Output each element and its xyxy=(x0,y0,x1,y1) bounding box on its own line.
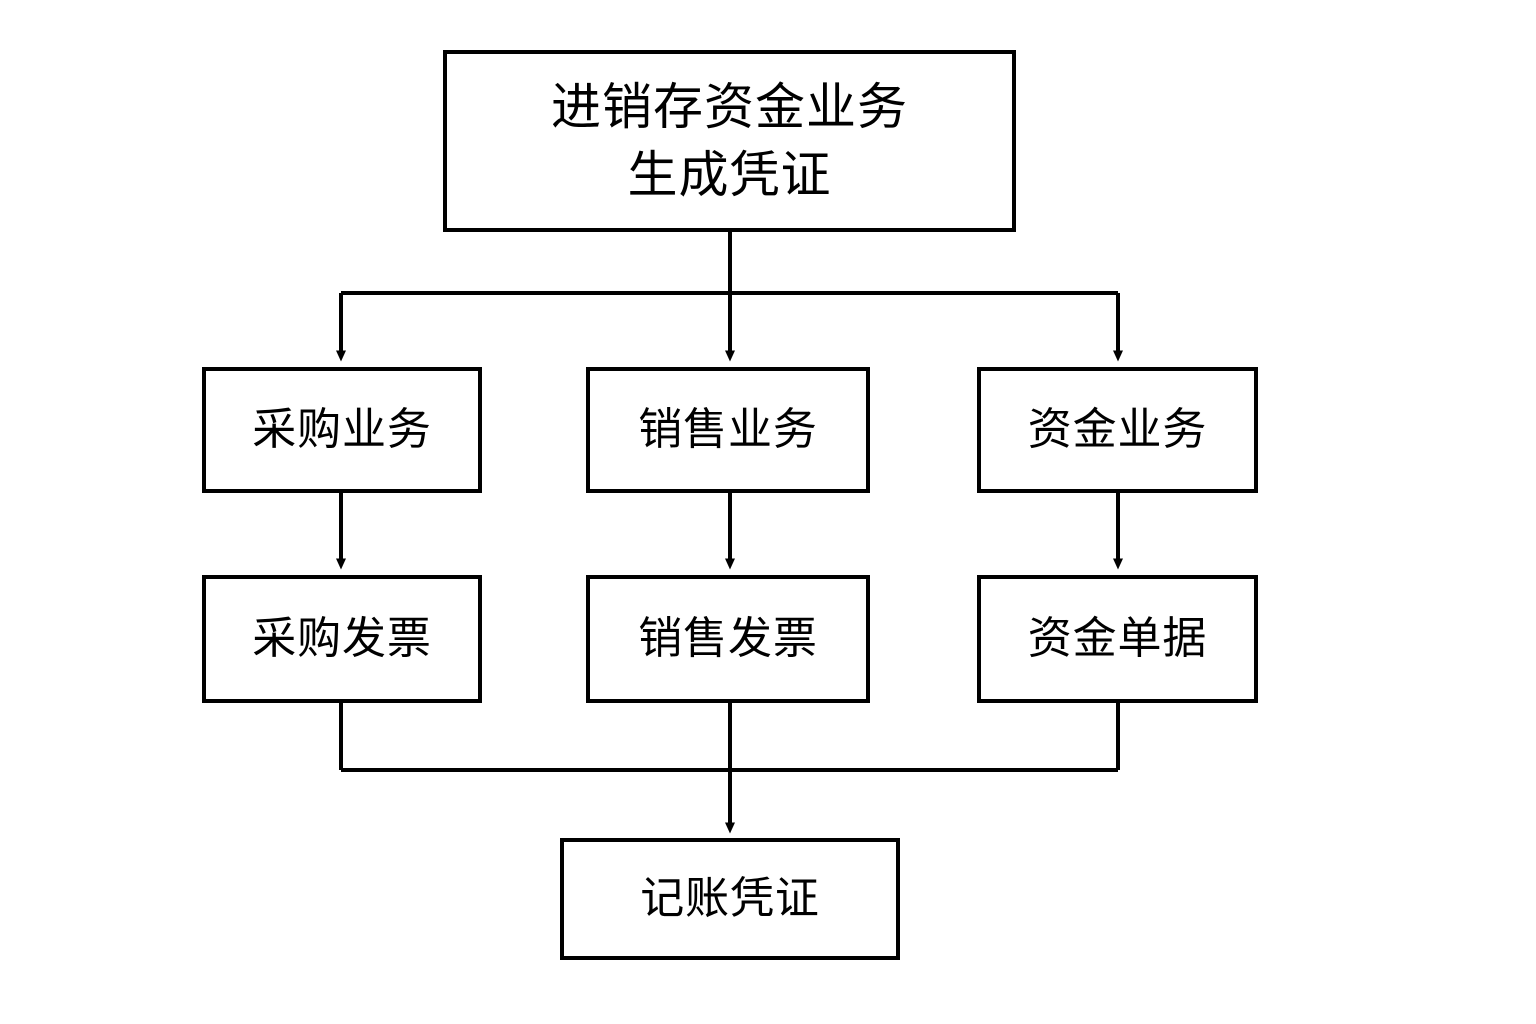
node-purchase-invoice[interactable]: 采购发票 xyxy=(202,575,482,703)
node-sales-invoice-label: 销售发票 xyxy=(638,613,818,665)
node-sales-business-label: 销售业务 xyxy=(638,404,818,456)
node-funds-document-label: 资金单据 xyxy=(1027,613,1208,665)
node-purchase-invoice-label: 采购发票 xyxy=(252,613,432,665)
node-funds-document[interactable]: 资金单据 xyxy=(977,575,1258,703)
node-funds-business-label: 资金业务 xyxy=(1027,404,1208,456)
node-funds-business[interactable]: 资金业务 xyxy=(977,367,1258,493)
node-accounting-voucher[interactable]: 记账凭证 xyxy=(560,838,900,960)
node-purchase-business[interactable]: 采购业务 xyxy=(202,367,482,493)
node-accounting-voucher-label: 记账凭证 xyxy=(640,873,820,925)
node-purchase-business-label: 采购业务 xyxy=(252,404,432,456)
node-root-process[interactable]: 进销存资金业务 生成凭证 xyxy=(443,50,1016,232)
node-sales-business[interactable]: 销售业务 xyxy=(586,367,870,493)
node-root-label: 进销存资金业务 生成凭证 xyxy=(551,78,908,204)
edge-root-to-level2 xyxy=(336,232,1123,362)
edge-level3-to-voucher xyxy=(339,703,1120,834)
node-sales-invoice[interactable]: 销售发票 xyxy=(586,575,870,703)
